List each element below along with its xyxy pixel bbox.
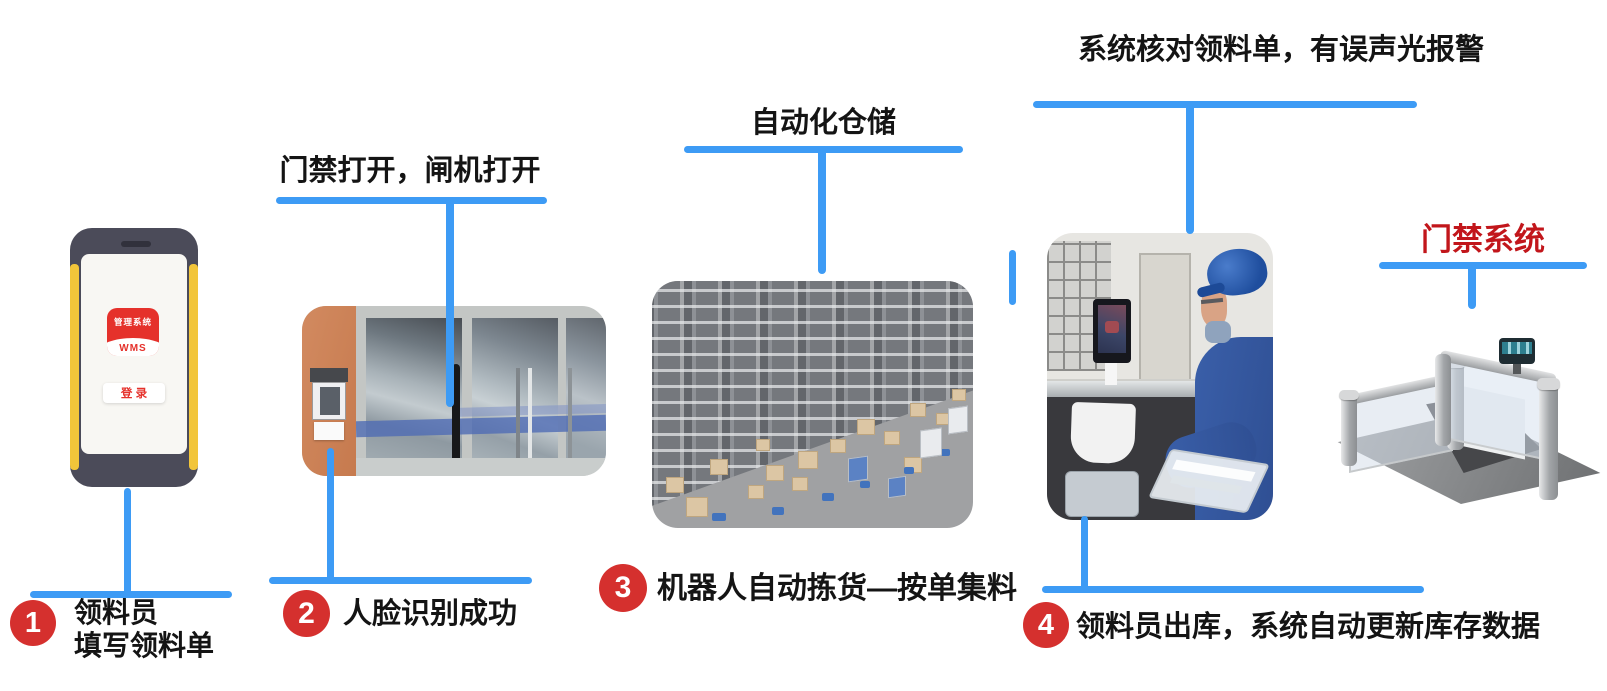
checkout-photo: [1047, 233, 1273, 520]
camera-mount: [1513, 360, 1521, 374]
worker-mask: [1205, 321, 1231, 343]
connector-step1-vertical-line: [124, 488, 131, 594]
face-terminal: [1093, 299, 1131, 363]
face-terminal-graphic: [1105, 321, 1119, 333]
pda-screen: 管理系统 WMS 登 录: [81, 254, 187, 454]
gate-right-rear-pillar: [1435, 354, 1451, 446]
steel-counter: [1047, 381, 1212, 397]
connector-step2-vertical-line: [327, 448, 334, 584]
callout-door-open: 门禁打开，闸机打开: [279, 155, 541, 187]
door-handle-bar: [452, 364, 460, 468]
connector-step4-vertical-line: [1081, 516, 1088, 591]
warehouse-photo: [652, 281, 973, 528]
door-pull-handle: [568, 368, 572, 464]
step-1-label-line1: 领料员: [74, 597, 159, 628]
step-3-badge: 3: [599, 564, 647, 612]
connector-step1-horizontal-line: [30, 591, 232, 598]
reader-tray: [314, 422, 344, 440]
app-title: 管理系统: [113, 317, 152, 327]
callout-system-check: 系统核对领料单，有误声光报警: [1077, 34, 1484, 66]
lower-panel: [1065, 471, 1139, 517]
agv-robot: [822, 493, 834, 501]
storage-racks: [652, 281, 973, 508]
step-1-label: 领料员 填写领料单: [74, 596, 214, 662]
gate-right-front-pillar: [1539, 384, 1558, 500]
connector-step2-horizontal-line: [269, 577, 532, 584]
pallet-box: [798, 451, 818, 469]
connector-warehouse-vertical-line: [818, 146, 826, 274]
entrance-door-photo: [302, 306, 606, 476]
step-1-badge: 1: [10, 600, 56, 646]
connector-door-open-horizontal-line: [276, 197, 547, 204]
pda-speaker-notch: [121, 241, 151, 247]
pda-left-bumper: [70, 264, 79, 470]
pda-right-bumper: [189, 264, 198, 470]
reader-hood: [310, 368, 348, 382]
door-glass-right: [566, 318, 606, 464]
pda-device-illustration: 管理系统 WMS 登 录: [70, 228, 198, 487]
connector-door-open-vertical-line: [446, 197, 454, 407]
login-button: 登 录: [103, 383, 165, 403]
door-pull-handle: [528, 368, 532, 464]
camera-lens-strip: [1502, 342, 1532, 354]
pallet-box: [830, 439, 846, 453]
reader-body: [312, 382, 346, 420]
gate-pillar-cap: [1339, 390, 1359, 400]
step-3-label: 机器人自动拣货—按单集料: [657, 572, 1017, 605]
pallet-box: [766, 465, 784, 481]
agv-robot: [772, 507, 784, 515]
pallet-box: [666, 477, 684, 493]
step-1-label-line2: 填写领料单: [74, 630, 215, 661]
gate-pillar-cap: [1537, 378, 1560, 390]
turnstile-photo: [1335, 332, 1603, 504]
background-door: [1139, 253, 1191, 381]
agv-robot: [860, 481, 870, 488]
connector-step4-horizontal-line: [1042, 586, 1424, 593]
pallet-box: [710, 459, 728, 475]
agv-robot: [712, 513, 726, 521]
connector-system-check-vertical-line: [1186, 101, 1194, 234]
connector-access-system-horizontal-line: [1379, 262, 1587, 269]
step-4-label: 领料员出库，系统自动更新库存数据: [1076, 611, 1541, 643]
step-2-label: 人脸识别成功: [343, 598, 518, 630]
access-reader-device: [310, 368, 348, 442]
pallet-box: [952, 389, 966, 401]
conveyor-unit: [848, 455, 868, 483]
connector-stub-vertical-line: [1009, 250, 1016, 305]
door-glass-middle: [472, 318, 558, 464]
app-code: WMS: [119, 343, 147, 354]
door-pull-handle: [516, 368, 520, 464]
app-icon-curve: [107, 338, 159, 356]
pallet-box: [857, 419, 875, 435]
door-threshold: [356, 458, 606, 476]
gate-left-front-pillar: [1341, 394, 1357, 466]
agv-robot: [940, 449, 950, 456]
callout-access-system: 门禁系统: [1421, 222, 1545, 257]
gate-camera-icon: [1499, 338, 1535, 364]
step-2-badge: 2: [283, 590, 330, 637]
picking-station: [948, 405, 968, 435]
pallet-box: [748, 485, 764, 499]
conveyor-unit: [888, 475, 906, 499]
pallet-box: [792, 477, 808, 491]
wms-app-icon: 管理系统 WMS: [107, 308, 159, 356]
connector-access-system-vertical-line: [1468, 262, 1476, 309]
paper-roll: [1069, 401, 1137, 465]
pallet-box: [686, 497, 708, 517]
callout-auto-warehouse: 自动化仓储: [750, 107, 896, 139]
picking-station: [920, 427, 942, 459]
reader-screen: [320, 387, 340, 415]
agv-robot: [904, 467, 914, 474]
connector-system-check-horizontal-line: [1033, 101, 1417, 108]
pallet-box: [884, 431, 900, 445]
step-4-badge: 4: [1023, 602, 1069, 648]
pallet-box: [910, 403, 926, 417]
pallet-box: [756, 439, 770, 451]
